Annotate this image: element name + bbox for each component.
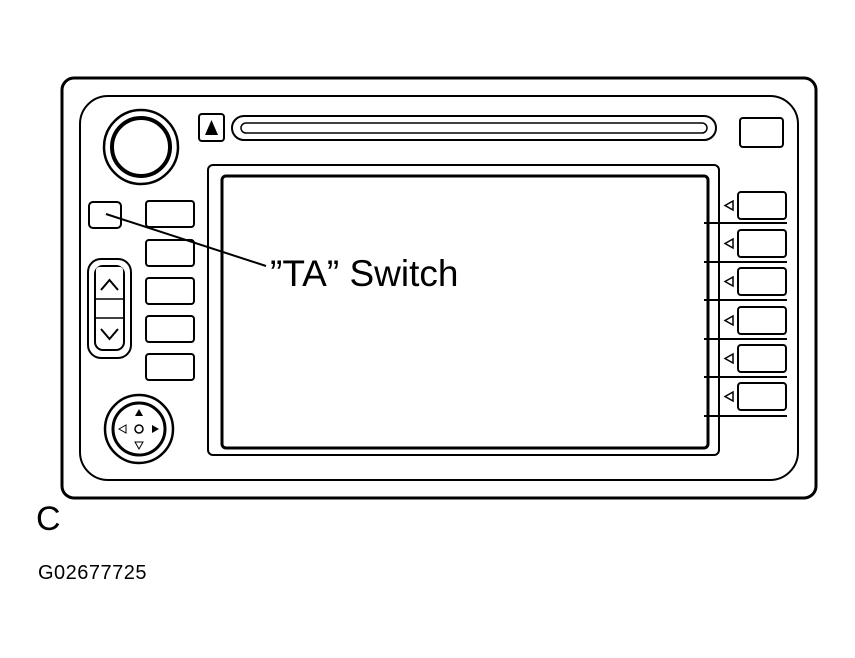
joystick-pad[interactable] — [103, 393, 175, 465]
left-function-buttons — [145, 200, 195, 381]
preset-button-4[interactable] — [723, 306, 787, 335]
panel-letter: C — [36, 500, 61, 538]
left-triangle-icon — [723, 275, 734, 288]
function-button-5[interactable] — [145, 353, 195, 381]
function-button-3[interactable] — [145, 277, 195, 305]
top-right-button[interactable] — [739, 117, 784, 148]
preset-button-2[interactable] — [723, 229, 787, 258]
chevron-up-icon — [100, 278, 119, 291]
preset-button-1[interactable] — [723, 191, 787, 220]
eject-triangle-icon — [205, 120, 218, 135]
figure-code: G02677725 — [38, 562, 148, 584]
preset-button-3[interactable] — [723, 267, 787, 296]
volume-knob[interactable] — [102, 108, 180, 186]
four-way-arrow-pad-icon — [117, 409, 159, 451]
left-triangle-icon — [723, 199, 734, 212]
eject-button[interactable] — [198, 113, 225, 142]
function-button-2[interactable] — [145, 239, 195, 267]
seek-up-button[interactable] — [96, 267, 123, 296]
function-button-1[interactable] — [145, 200, 195, 228]
callout-leader-line — [105, 213, 267, 267]
left-triangle-icon — [723, 352, 734, 365]
ta-switch-button[interactable] — [88, 201, 122, 229]
outer-bezel — [60, 76, 818, 500]
cd-slot — [231, 115, 717, 141]
left-triangle-icon — [723, 237, 734, 250]
preset-buttons — [704, 191, 787, 417]
chevron-down-icon — [100, 328, 119, 341]
preset-button-6[interactable] — [723, 382, 787, 411]
callout-label: ”TA” Switch — [270, 253, 458, 294]
display-screen — [207, 164, 720, 456]
preset-button-5[interactable] — [723, 344, 787, 373]
inner-bezel — [79, 95, 799, 481]
left-triangle-icon — [723, 390, 734, 403]
seek-down-button[interactable] — [100, 328, 119, 341]
function-button-4[interactable] — [145, 315, 195, 343]
left-triangle-icon — [723, 314, 734, 327]
seek-rocker — [87, 258, 132, 359]
